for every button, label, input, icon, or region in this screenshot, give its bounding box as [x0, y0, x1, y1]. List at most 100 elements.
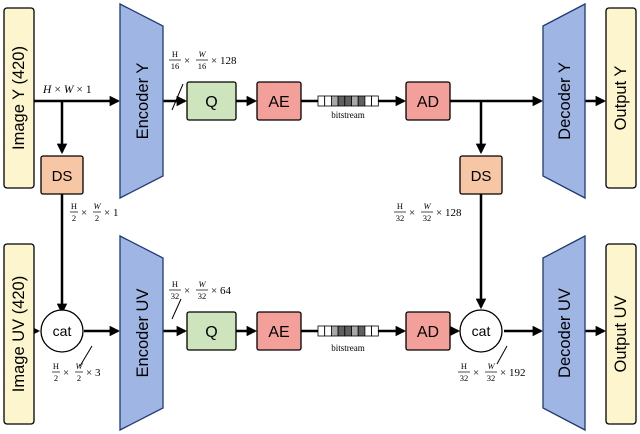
- shape-cat-latent: H32×W32× 192: [458, 361, 525, 383]
- callout-tick-latent-uv: [171, 298, 182, 320]
- bitstream-cell: [351, 325, 359, 337]
- bitstream-y: bitstream: [317, 95, 379, 120]
- input-image-y: Image Y (420): [3, 7, 35, 189]
- decoder-y-label: Decoder Y: [556, 62, 574, 140]
- input-image-uv-label: Image UV (420): [10, 276, 28, 392]
- fraction-numerator: W: [198, 49, 206, 59]
- arith-decoder-uv-label: AD: [417, 324, 439, 341]
- times-sign: ×: [63, 367, 69, 379]
- fraction-denominator: 32: [198, 291, 207, 301]
- fraction-numerator: H: [53, 361, 59, 371]
- shape-suffix: × 128: [211, 55, 237, 67]
- callout-tick-latent-y: [171, 83, 184, 111]
- fraction-denominator: 16: [198, 61, 207, 71]
- output-uv-label: Output UV: [612, 295, 630, 372]
- arith-encoder-uv-label: AE: [268, 324, 289, 341]
- shape-latent-y: H16×W16× 128: [169, 49, 237, 71]
- fraction-denominator: 2: [54, 373, 58, 383]
- fraction-denominator: 32: [396, 213, 405, 223]
- arith-decoder-uv-box: [405, 311, 451, 351]
- downsample-encoder-box: [40, 155, 84, 195]
- downsample-decoder-label: DS: [471, 168, 492, 185]
- decoder-uv-label: Decoder UV: [556, 288, 574, 378]
- input-image-uv-box: [3, 243, 35, 425]
- edges: [29, 83, 607, 367]
- fraction-denominator: 16: [171, 61, 180, 71]
- bitstream-cell: [324, 325, 332, 337]
- bitstream-cell: [330, 95, 339, 107]
- fraction-denominator: 32: [171, 291, 180, 301]
- downsample-decoder-box: [459, 155, 503, 195]
- fraction-denominator: 32: [423, 213, 432, 223]
- bitstream-y-cells: [317, 95, 379, 107]
- shape-input-y-w: W: [64, 84, 75, 96]
- fraction-denominator: 32: [487, 373, 496, 383]
- quantizer-y-box: [186, 81, 237, 121]
- fraction-numerator: W: [198, 279, 206, 289]
- decoder-y-shape: [542, 2, 586, 200]
- shape-suffix: × 3: [86, 367, 101, 379]
- output-y-box: [605, 7, 637, 189]
- shape-input-y-text: H×W×1: [42, 84, 92, 96]
- callout-tick-cat-latent: [496, 345, 508, 365]
- bitstream-cell: [351, 95, 359, 107]
- arith-encoder-y-box: [256, 81, 302, 121]
- arith-encoder-uv: AE: [256, 311, 302, 351]
- shape-input-y-x1: ×: [54, 84, 61, 96]
- bitstream-cell: [337, 95, 346, 107]
- bitstream-cell: [357, 95, 366, 107]
- shape-input-y-h: H: [42, 84, 52, 96]
- bitstream-cell: [317, 325, 326, 337]
- quantizer-uv-label: Q: [205, 324, 217, 341]
- bitstream-cell: [364, 325, 372, 337]
- shape-input-y: H×W×1: [42, 84, 92, 96]
- arith-encoder-y: AE: [256, 81, 302, 121]
- times-sign: ×: [184, 55, 190, 67]
- encoder-uv: Encoder UV: [119, 234, 164, 432]
- encoder-y-shape: [119, 2, 164, 200]
- bitstream-cell: [371, 95, 379, 107]
- bitstream-cell: [337, 325, 346, 337]
- bitstream-cell: [317, 95, 326, 107]
- shape-suffix: × 1: [104, 207, 118, 219]
- shape-suffix: × 64: [211, 285, 231, 297]
- bitstream-cell: [344, 95, 352, 107]
- shape-input-y-c: 1: [86, 84, 92, 96]
- fraction-denominator: 2: [72, 213, 76, 223]
- quantizer-y: Q: [186, 81, 237, 121]
- times-sign: ×: [184, 285, 190, 297]
- concat-decoder-label: cat: [472, 323, 491, 339]
- quantizer-uv-box: [186, 311, 237, 351]
- concat-encoder-label: cat: [53, 323, 72, 339]
- bitstream-uv-label: bitstream: [331, 343, 365, 353]
- arith-decoder-y-box: [405, 81, 451, 121]
- bitstream-cell: [324, 95, 332, 107]
- fraction-numerator: H: [172, 279, 178, 289]
- input-image-y-label: Image Y (420): [10, 46, 28, 150]
- arith-decoder-y: AD: [405, 81, 451, 121]
- times-sign: ×: [409, 207, 415, 219]
- fraction-denominator: 2: [77, 373, 81, 383]
- encoder-y-label: Encoder Y: [134, 63, 152, 140]
- decoder-uv: Decoder UV: [542, 234, 586, 432]
- bitstream-uv: bitstream: [317, 325, 379, 353]
- bitstream-uv-cells: [317, 325, 379, 337]
- bitstream-cell: [364, 95, 372, 107]
- concat-decoder-circle: [459, 309, 503, 353]
- arith-decoder-uv: AD: [405, 311, 451, 351]
- shape-cat-in: H2×W2× 3: [52, 361, 101, 383]
- quantizer-y-label: Q: [205, 94, 217, 111]
- bitstream-cell: [330, 325, 339, 337]
- fraction-numerator: W: [93, 201, 101, 211]
- shape-ds-y: H2×W2× 1: [70, 201, 118, 223]
- output-uv-box: [605, 243, 637, 425]
- downsample-encoder: DS: [40, 155, 84, 195]
- input-image-y-box: [3, 7, 35, 189]
- shape-input-y-x2: ×: [76, 84, 83, 96]
- arith-encoder-y-label: AE: [268, 94, 289, 111]
- concat-encoder: cat: [40, 309, 84, 353]
- fraction-numerator: H: [397, 201, 403, 211]
- decoder-y: Decoder Y: [542, 2, 586, 200]
- encoder-uv-shape: [119, 234, 164, 432]
